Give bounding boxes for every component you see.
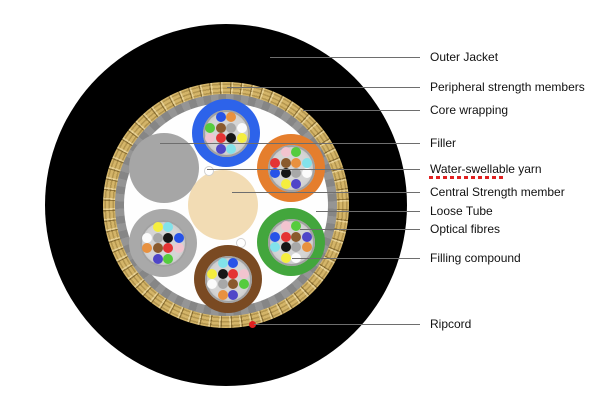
optical-fiber-blue xyxy=(228,258,239,269)
optical-fiber-white xyxy=(207,279,218,290)
optical-fiber-orange xyxy=(291,157,302,168)
optical-fiber-white xyxy=(291,252,302,263)
optical-fiber-red xyxy=(163,243,174,254)
optical-fiber-black xyxy=(217,268,228,279)
optical-fiber-white xyxy=(142,232,153,243)
optical-fiber-yellow xyxy=(280,178,291,189)
central-strength-member-rod xyxy=(188,170,258,240)
optical-fiber-orange xyxy=(217,289,228,300)
outer-jacket-leader-line xyxy=(270,57,420,58)
ripcord-dot xyxy=(248,320,256,328)
green-loose-tube-filling-compound xyxy=(267,218,315,266)
optical-fiber-yellow xyxy=(152,222,163,233)
optical-fiber-yellow xyxy=(207,268,218,279)
optical-fiber-blue xyxy=(270,168,281,179)
optical-fiber-aqua xyxy=(270,242,281,253)
optical-fiber-rose xyxy=(280,147,291,158)
optical-fiber-black xyxy=(226,133,237,144)
optical-fiber-rose xyxy=(280,221,291,232)
optical-fiber-green xyxy=(163,253,174,264)
water-swellable-yarn-dot xyxy=(204,166,214,176)
slate-loose-tube-filling-compound xyxy=(139,219,187,267)
ripcord-leader-line xyxy=(254,324,420,325)
water-swellable-yarn-label: Water-swellable yarn xyxy=(430,162,542,176)
optical-fiber-black xyxy=(280,168,291,179)
optical-fiber-slate xyxy=(152,232,163,243)
water-swellable-yarn-spell-underline xyxy=(429,176,503,179)
optical-fiber-brown xyxy=(228,279,239,290)
optical-fiber-black xyxy=(280,242,291,253)
ripcord-label: Ripcord xyxy=(430,317,472,331)
optical-fiber-red xyxy=(280,231,291,242)
optical-fiber-blue xyxy=(270,231,281,242)
loose-tube-label: Loose Tube xyxy=(430,204,493,218)
orange-loose-tube-filling-compound xyxy=(267,144,315,192)
optical-fiber-brown xyxy=(215,122,226,133)
loose-tube-leader-line xyxy=(316,211,420,212)
optical-fiber-green xyxy=(205,122,216,133)
optical-fiber-aqua xyxy=(163,222,174,233)
optical-fiber-violet xyxy=(301,231,312,242)
filling-compound-label: Filling compound xyxy=(430,251,521,265)
optical-fiber-yellow xyxy=(236,133,247,144)
brown-loose-tube-filling-compound xyxy=(204,255,252,303)
optical-fiber-brown xyxy=(280,157,291,168)
core-wrapping-label: Core wrapping xyxy=(430,103,509,117)
optical-fiber-violet xyxy=(291,178,302,189)
optical-fiber-aqua xyxy=(301,157,312,168)
optical-fiber-violet xyxy=(152,253,163,264)
filler-label: Filler xyxy=(430,136,456,150)
optical-fiber-white xyxy=(301,168,312,179)
central-strength-member-leader-line xyxy=(232,192,420,193)
peripheral-strength-members-label: Peripheral strength members xyxy=(430,80,585,94)
optical-fiber-aqua xyxy=(217,258,228,269)
optical-fiber-green xyxy=(291,221,302,232)
optical-fiber-violet xyxy=(215,143,226,154)
optical-fiber-black xyxy=(163,232,174,243)
optical-fiber-white xyxy=(236,122,247,133)
optical-fiber-yellow xyxy=(280,252,291,263)
optical-fiber-rose xyxy=(238,268,249,279)
optical-fiber-red xyxy=(215,133,226,144)
optical-fiber-blue xyxy=(173,232,184,243)
optical-fiber-orange xyxy=(226,112,237,123)
optical-fiber-aqua xyxy=(226,143,237,154)
optical-fibres-leader-line xyxy=(300,229,420,230)
optical-fiber-slate xyxy=(291,168,302,179)
optical-fiber-brown xyxy=(291,231,302,242)
optical-fiber-slate xyxy=(217,279,228,290)
optical-fiber-rose xyxy=(173,243,184,254)
optical-fiber-red xyxy=(270,157,281,168)
optical-fiber-green xyxy=(291,147,302,158)
central-strength-member-label: Central Strength member xyxy=(430,185,565,199)
blue-loose-tube-filling-compound xyxy=(202,109,250,157)
optical-fiber-orange xyxy=(142,243,153,254)
outer-jacket-label: Outer Jacket xyxy=(430,50,499,64)
optical-fiber-orange xyxy=(301,242,312,253)
optical-fiber-green xyxy=(238,279,249,290)
filler-rod xyxy=(129,133,199,203)
optical-fiber-red xyxy=(228,268,239,279)
core-wrapping-leader-line xyxy=(303,110,420,111)
optical-fiber-brown xyxy=(152,243,163,254)
optical-fiber-rose xyxy=(205,133,216,144)
filler-leader-line xyxy=(160,143,420,144)
optical-fiber-blue xyxy=(215,112,226,123)
optical-fiber-slate xyxy=(226,122,237,133)
water-swellable-yarn-leader-line xyxy=(207,169,420,170)
optical-fiber-violet xyxy=(228,289,239,300)
filling-compound-leader-line xyxy=(292,258,420,259)
peripheral-strength-members-leader-line xyxy=(227,87,420,88)
optical-fiber-slate xyxy=(291,242,302,253)
optical-fibres-label: Optical fibres xyxy=(430,222,501,236)
